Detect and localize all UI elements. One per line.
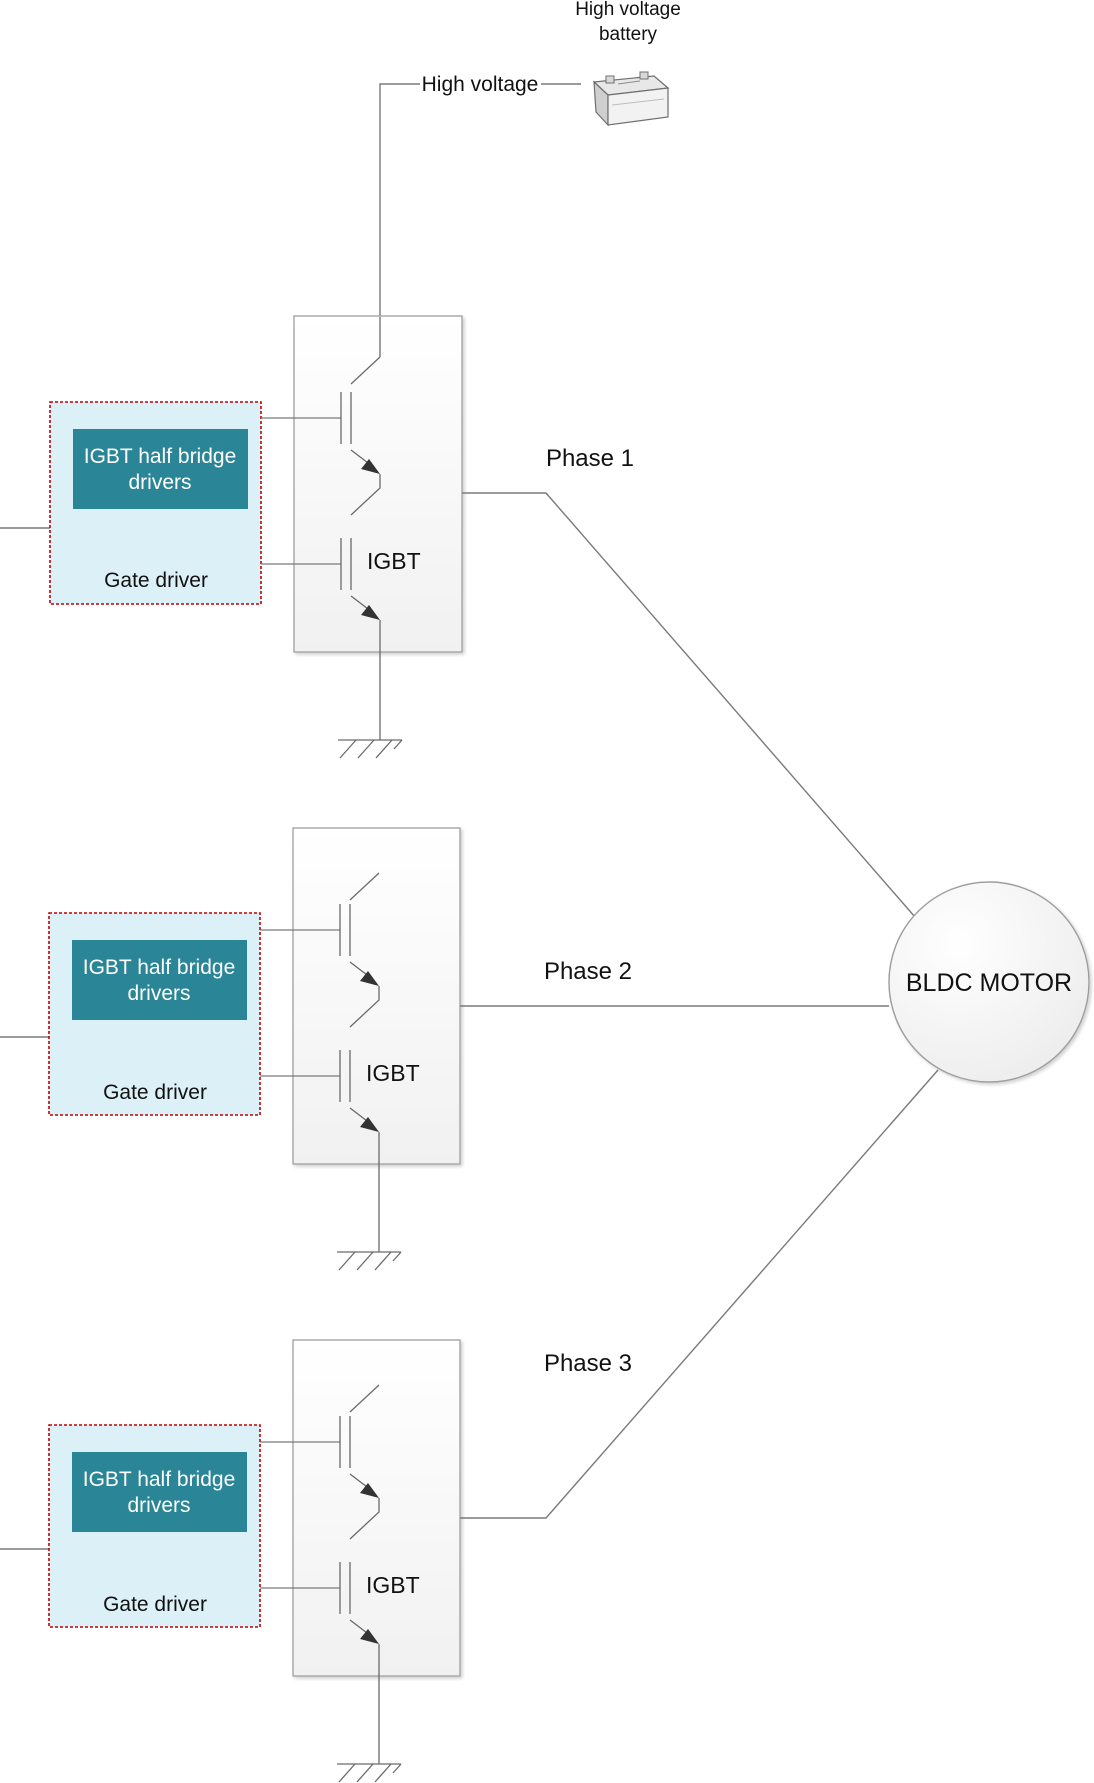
- driver-title-line1: IGBT half bridge: [83, 956, 236, 979]
- bldc-motor: BLDC MOTOR: [888, 881, 1090, 1083]
- battery-group: High voltage battery High voltage: [379, 0, 681, 317]
- car-battery-icon: [592, 71, 670, 127]
- gate-driver-caption: Gate driver: [103, 1081, 207, 1104]
- battery-label-line2: battery: [599, 24, 658, 45]
- emitter-arrow-icon: [361, 605, 380, 620]
- battery-label-line1: High voltage: [575, 0, 681, 20]
- igbt-half-bridge-drivers-block: [72, 940, 247, 1020]
- motor-circle: [888, 881, 1090, 1083]
- igbt-label: IGBT: [366, 1060, 420, 1086]
- gate-driver-caption: Gate driver: [103, 1593, 207, 1616]
- igbt-label: IGBT: [366, 1572, 420, 1598]
- emitter-arrow-icon: [360, 971, 379, 986]
- igbt-module-box: [293, 315, 463, 653]
- emitter-arrow-icon: [360, 1483, 379, 1498]
- phase-stage-3: IGBT half bridge drivers Gate driver IGB…: [0, 1069, 939, 1783]
- ground-icon: [337, 1763, 402, 1783]
- phase-1-wire: [462, 492, 916, 918]
- high-voltage-rail-label: High voltage: [422, 73, 539, 96]
- igbt-half-bridge-drivers-block: [73, 429, 248, 509]
- emitter-arrow-icon: [360, 1629, 379, 1644]
- phase-stage-1: IGBT half bridge drivers Gate driver IGB…: [0, 315, 916, 918]
- driver-title-line1: IGBT half bridge: [84, 445, 237, 468]
- igbt-module-box: [292, 827, 461, 1165]
- phase-3-wire: [460, 1069, 939, 1519]
- motor-label: BLDC MOTOR: [906, 969, 1072, 997]
- driver-title-line2: drivers: [127, 1494, 190, 1517]
- ground-icon: [337, 1251, 402, 1271]
- phase-label: Phase 1: [546, 445, 634, 472]
- driver-title-line1: IGBT half bridge: [83, 1468, 236, 1491]
- emitter-arrow-icon: [360, 1117, 379, 1132]
- igbt-lower-transistor-symbol: [340, 317, 381, 740]
- ground-icon: [338, 739, 403, 759]
- driver-title-line2: drivers: [128, 471, 191, 494]
- phase-label: Phase 2: [544, 958, 632, 985]
- igbt-module-box: [292, 1339, 461, 1677]
- igbt-half-bridge-drivers-block: [72, 1452, 247, 1532]
- driver-title-line2: drivers: [127, 982, 190, 1005]
- igbt-upper-transistor-symbol: [339, 872, 380, 1028]
- phase-label: Phase 3: [544, 1350, 632, 1377]
- igbt-label: IGBT: [367, 548, 421, 574]
- gate-driver-caption: Gate driver: [104, 569, 208, 592]
- emitter-arrow-icon: [361, 459, 380, 474]
- phase-stage-2: IGBT half bridge drivers Gate driver IGB…: [0, 827, 889, 1271]
